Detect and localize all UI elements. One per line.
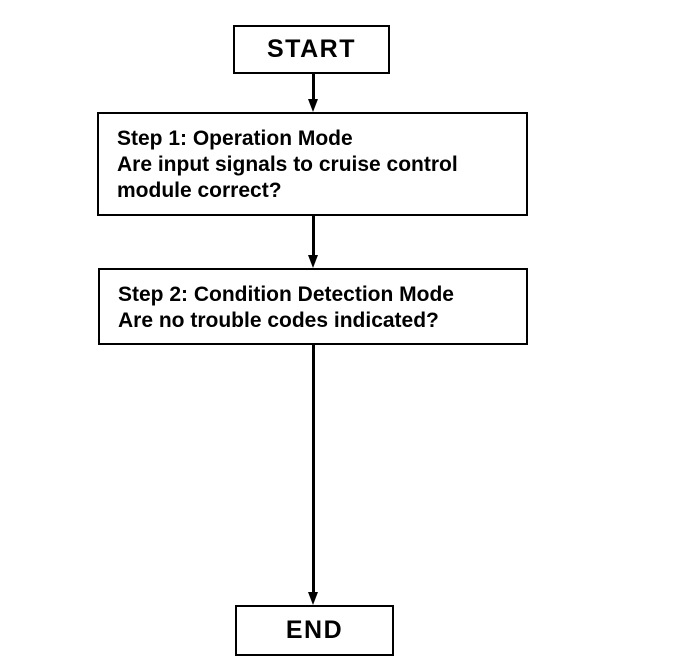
node-step2-line-2: Are no trouble codes indicated? [118,309,439,332]
connector-line [312,74,315,100]
node-end-label: END [285,616,344,644]
node-step1-line-3: module correct? [117,179,282,202]
node-step2-line-1: Step 2: Condition Detection Mode [118,283,454,306]
node-step2[interactable]: Step 2: Condition Detection Mode Are no … [98,268,528,345]
node-step1-line-1: Step 1: Operation Mode [117,127,353,150]
node-step1-line-2: Are input signals to cruise control [117,153,458,176]
arrowhead-down-icon [308,592,318,605]
arrowhead-down-icon [308,255,318,268]
node-start-label: START [267,35,356,63]
connector-line [312,345,315,593]
node-start[interactable]: START [233,25,390,74]
node-end[interactable]: END [235,605,394,656]
node-step1[interactable]: Step 1: Operation Mode Are input signals… [97,112,528,216]
arrowhead-down-icon [308,99,318,112]
connector-line [312,216,315,256]
